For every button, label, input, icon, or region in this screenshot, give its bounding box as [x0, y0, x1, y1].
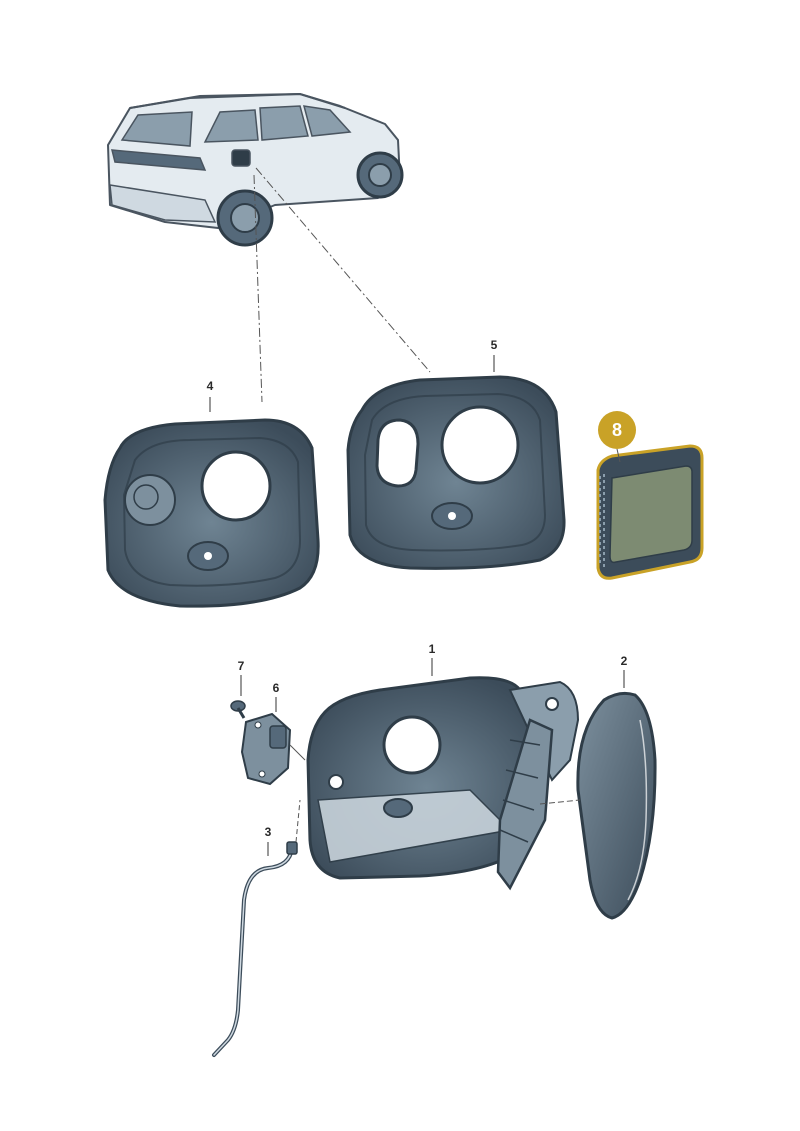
part-8-ribbed-edge — [599, 474, 605, 568]
part-8-inner-panel — [609, 465, 693, 564]
part-5-filler-hole — [440, 405, 520, 485]
vehicle-side-window-front — [302, 105, 352, 137]
part-4-inner-recess — [122, 436, 302, 587]
callout-5: 5 — [490, 338, 498, 352]
part-6-leader — [289, 744, 306, 761]
part-3-hose-highlight — [213, 847, 293, 1056]
callout-7: 7 — [237, 659, 245, 673]
part-4-cap-ring-inner — [133, 484, 159, 510]
callout-4: 4 — [206, 379, 214, 393]
part-4-filler-hole — [200, 450, 272, 522]
vehicle-rear-bumper — [109, 184, 217, 223]
vehicle-illustration — [107, 92, 404, 247]
vehicle-side-window-rear — [203, 109, 259, 143]
part-8-badge-leader — [616, 448, 621, 463]
part-4-housing-seal — [103, 418, 320, 608]
part-6-plug — [269, 725, 287, 749]
part-1-hinge-ribs — [499, 739, 541, 843]
part-1-hinge-arm — [496, 718, 554, 891]
vehicle-fuel-door — [231, 149, 251, 167]
part-5-housing-seal — [346, 375, 566, 570]
part-4-cap-ring — [124, 474, 176, 526]
part-6-body — [240, 712, 292, 786]
callout-1: 1 — [428, 642, 436, 656]
part-6-mount-hole-bottom — [258, 770, 266, 778]
part-2-outline — [576, 691, 657, 920]
part-1-drain — [383, 798, 413, 818]
part-1-hinge-pin — [545, 697, 559, 711]
part-2-inner-edge — [627, 719, 648, 901]
part-2-mount-leader — [539, 799, 581, 805]
leader-line-part-4 — [253, 174, 263, 403]
vehicle-front-rim — [368, 163, 392, 187]
part-7-screw — [230, 700, 246, 719]
part-4-drain-hole — [204, 552, 212, 560]
callout-6: 6 — [272, 681, 280, 695]
callout-2: 2 — [620, 654, 628, 668]
part-3-hose-connector — [286, 841, 298, 855]
part-3-drain-hose — [212, 799, 301, 1057]
vehicle-rear-window — [120, 111, 193, 147]
part-1-filler-housing — [306, 676, 580, 891]
vehicle-tail-light — [111, 149, 207, 171]
part-6-actuator — [240, 712, 306, 786]
part-8-seal — [596, 444, 704, 580]
part-3-hose-leader — [295, 799, 301, 843]
part-5-inner-recess — [363, 392, 547, 552]
part-1-filler-hole — [382, 715, 442, 775]
part-1-lock-port — [328, 774, 344, 790]
vehicle-rear-rim — [230, 203, 260, 233]
leader-line-part-5 — [255, 167, 431, 373]
part-5-drain-hole — [448, 512, 456, 520]
part-2-fuel-door — [539, 691, 657, 920]
part-7-screw-shank — [236, 707, 246, 719]
part-7-screw-head — [230, 700, 246, 712]
leader-lines-vehicle — [253, 167, 431, 403]
callout-8-badge[interactable]: 8 — [598, 411, 636, 449]
callout-ticks — [209, 355, 625, 856]
part-3-hose — [212, 846, 294, 1057]
vehicle-roof — [129, 92, 346, 109]
vehicle-side-window-mid — [259, 105, 309, 141]
callout-3: 3 — [264, 825, 272, 839]
part-6-mount-hole-top — [254, 721, 262, 729]
part-5-secondary-hole — [375, 418, 420, 488]
